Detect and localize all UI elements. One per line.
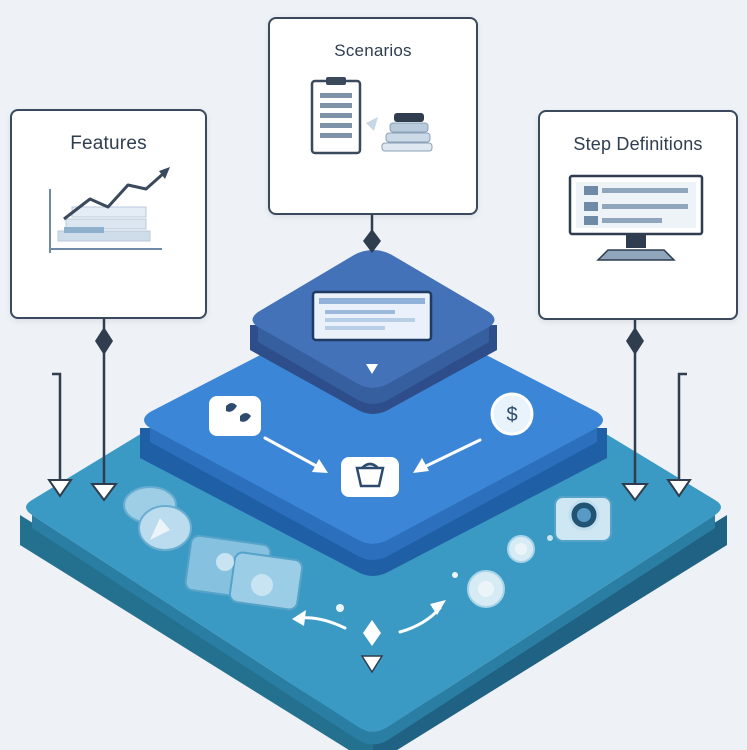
features-title: Features xyxy=(70,133,147,154)
svg-text:$: $ xyxy=(506,404,517,426)
connectors xyxy=(47,212,692,502)
down-arrow-marker xyxy=(366,364,378,374)
arrow-to-basket-left xyxy=(263,436,322,470)
chat-bubbles-icon xyxy=(209,396,261,436)
base-flow-arrows xyxy=(292,600,446,674)
gallery-icon xyxy=(184,534,304,611)
step-definitions-card: Step Definitions xyxy=(538,110,738,320)
scenarios-card: Scenarios xyxy=(268,17,478,215)
diamond-marker xyxy=(363,620,381,646)
camera-lens-icon xyxy=(554,496,612,542)
chat-heart-icon xyxy=(123,486,192,551)
features-card: Features xyxy=(10,109,207,319)
desktop-monitor-icon xyxy=(568,174,704,261)
right-side-connector xyxy=(677,372,687,482)
trend-chart-icon xyxy=(49,167,170,253)
dollar-icon xyxy=(490,392,534,436)
middle-flow-arrows xyxy=(263,436,482,473)
scenarios-title: Scenarios xyxy=(334,41,412,60)
top-layer-icons xyxy=(311,290,433,374)
arrow-to-basket-right xyxy=(420,438,482,470)
left-side-connector xyxy=(52,372,62,482)
middle-layer xyxy=(140,302,607,576)
down-triangle-marker xyxy=(360,655,384,674)
step-definitions-title: Step Definitions xyxy=(573,134,703,154)
middle-layer-icons: $ xyxy=(209,392,534,497)
flower-icon-2 xyxy=(467,570,505,608)
clipboard-checklist-icon xyxy=(310,77,433,155)
flower-icon-1 xyxy=(507,535,535,563)
base-layer-icons xyxy=(123,486,612,612)
stacked-books-icon xyxy=(381,113,433,152)
